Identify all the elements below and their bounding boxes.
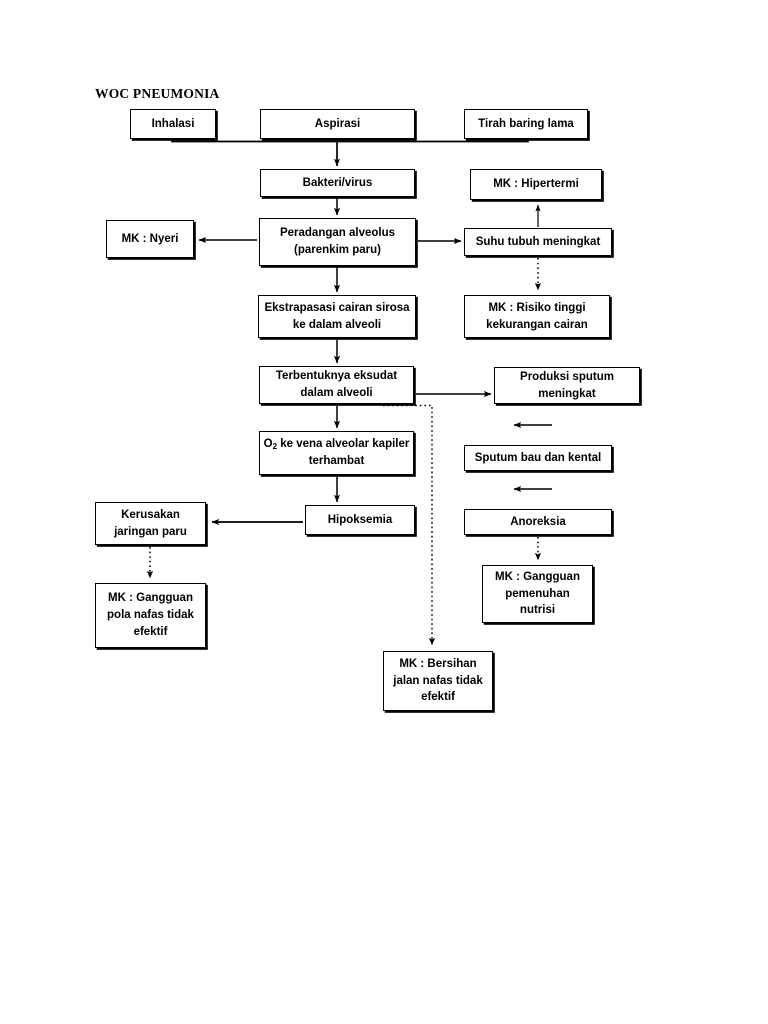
node-mk-risiko-tinggi-kekurangan-cairan[interactable]: MK : Risiko tinggi kekurangan cairan	[464, 295, 610, 338]
node-ekstrapasasi-cairan-sirosa[interactable]: Ekstrapasasi cairan sirosa ke dalam alve…	[258, 295, 416, 338]
node-suhu-tubuh-meningkat[interactable]: Suhu tubuh meningkat	[464, 228, 612, 256]
node-peradangan-alveolus-label: Peradangan alveolus (parenkim paru)	[279, 227, 396, 256]
node-produksi-sputum-meningkat[interactable]: Produksi sputum meningkat	[494, 367, 640, 404]
node-hipoksemia-label: Hipoksemia	[327, 513, 393, 526]
node-anoreksia[interactable]: Anoreksia	[464, 509, 612, 535]
node-mk-gangguan-nutrisi-label: MK : Gangguan pemenuhan nutrisi	[495, 570, 580, 617]
node-aspirasi-label: Aspirasi	[314, 117, 361, 130]
node-hipoksemia[interactable]: Hipoksemia	[305, 505, 415, 535]
node-mk-gangguan-pola-nafas-label: MK : Gangguan pola nafas tidak efektif	[107, 592, 194, 638]
node-mk-nyeri[interactable]: MK : Nyeri	[106, 220, 194, 258]
node-terbentuknya-eksudat[interactable]: Terbentuknya eksudat dalam alveoli	[259, 366, 414, 404]
node-mk-risiko-tinggi-label: MK : Risiko tinggi kekurangan cairan	[486, 301, 588, 331]
node-kerusakan-jaringan-paru-label: Kerusakan jaringan paru	[114, 508, 187, 538]
node-mk-bersihan-jalan-nafas-label: MK : Bersihan jalan nafas tidak efektif	[393, 657, 483, 704]
node-peradangan-alveolus[interactable]: Peradangan alveolus (parenkim paru)	[259, 218, 416, 266]
edge-tirah-baring-to-junction	[337, 139, 529, 143]
node-sputum-bau-dan-kental[interactable]: Sputum bau dan kental	[464, 445, 612, 471]
node-produksi-sputum-label: Produksi sputum meningkat	[520, 370, 614, 400]
node-mk-bersihan-jalan-nafas-tidak-efektif[interactable]: MK : Bersihan jalan nafas tidak efektif	[383, 651, 493, 711]
node-inhalasi[interactable]: Inhalasi	[130, 109, 216, 139]
node-mk-gangguan-pemenuhan-nutrisi[interactable]: MK : Gangguan pemenuhan nutrisi	[482, 565, 593, 623]
node-tirah-baring-lama-label: Tirah baring lama	[478, 117, 574, 130]
node-mk-hipertermi[interactable]: MK : Hipertermi	[470, 169, 602, 200]
edge-inhalasi-to-junction	[171, 139, 337, 143]
node-mk-hipertermi-label: MK : Hipertermi	[493, 178, 579, 191]
node-bakteri-virus[interactable]: Bakteri/virus	[260, 169, 415, 197]
node-terbentuknya-eksudat-label: Terbentuknya eksudat dalam alveoli	[275, 370, 398, 399]
node-bakteri-virus-label: Bakteri/virus	[302, 176, 373, 189]
node-mk-gangguan-pola-nafas-tidak-efektif[interactable]: MK : Gangguan pola nafas tidak efektif	[95, 583, 206, 648]
node-kerusakan-jaringan-paru[interactable]: Kerusakan jaringan paru	[95, 502, 206, 545]
node-sputum-bau-label: Sputum bau dan kental	[474, 451, 602, 464]
node-tirah-baring-lama[interactable]: Tirah baring lama	[464, 109, 588, 139]
o2-formula: O2	[263, 438, 278, 452]
node-suhu-tubuh-meningkat-label: Suhu tubuh meningkat	[475, 235, 601, 248]
node-anoreksia-label: Anoreksia	[510, 515, 566, 528]
node-inhalasi-label: Inhalasi	[151, 117, 195, 130]
node-mk-nyeri-label: MK : Nyeri	[121, 232, 179, 245]
page-title: WOC PNEUMONIA	[95, 86, 220, 101]
node-aspirasi[interactable]: Aspirasi	[260, 109, 415, 139]
node-ekstrapasasi-cairan-sirosa-label: Ekstrapasasi cairan sirosa ke dalam alve…	[264, 301, 410, 331]
